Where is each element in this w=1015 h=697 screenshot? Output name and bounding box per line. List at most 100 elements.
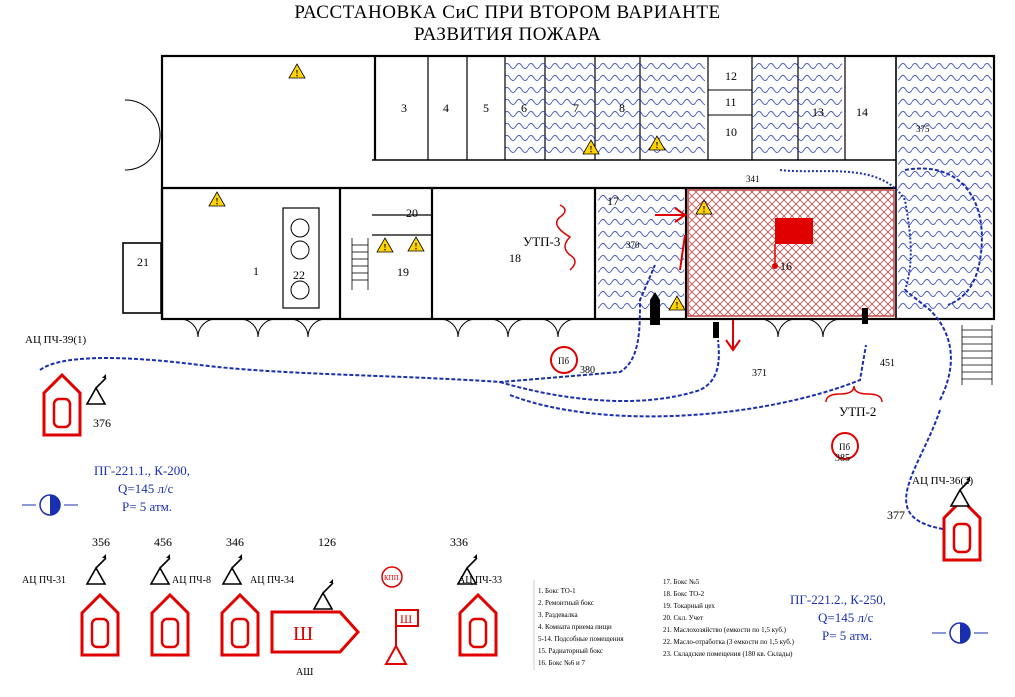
pb-left-label: Пб <box>558 356 569 366</box>
utp3-label: УТП-3 <box>523 234 560 249</box>
ac-top-label: АЦ ПЧ-39(1) <box>25 334 87 346</box>
legend-right-1: 18. Бокс ТО-2 <box>663 590 705 598</box>
room-18-label: 18 <box>509 251 521 265</box>
nozzle-number-370: 370 <box>626 240 640 250</box>
pb-marker <box>381 346 859 588</box>
truck-number-376: 376 <box>93 416 111 430</box>
tanks-22 <box>282 207 320 309</box>
room-5-label: 5 <box>483 101 489 115</box>
kpp-label: КПП <box>384 574 399 582</box>
reserve-label-1: АЦ ПЧ-8 <box>172 575 211 586</box>
room-4-label: 4 <box>443 101 449 115</box>
legend-right-0: 17. Бокс №5 <box>663 578 700 586</box>
legend-left-2: 3. Раздевалка <box>538 611 578 619</box>
nozzle-number-341: 341 <box>746 174 760 184</box>
reserve-number-2: 346 <box>226 535 244 549</box>
room-3-label: 3 <box>401 101 407 115</box>
reserve-label-3: АШ <box>296 667 313 678</box>
room-17-label: 17 <box>607 194 619 208</box>
fire-engine-icon <box>220 593 260 657</box>
fire-zone <box>687 189 895 317</box>
room-19-label: 19 <box>397 265 409 279</box>
fire-engine-icon <box>80 593 120 657</box>
plan-title-line2: РАЗВИТИЯ ПОЖАРА <box>413 24 602 45</box>
nozzle-number-375: 375 <box>916 124 930 134</box>
legend-right-4: 21. Маслохозяйство (емкости по 1,5 куб.) <box>663 626 787 634</box>
nozzle-number-371: 371 <box>752 368 767 379</box>
fire-engine-icon <box>150 593 190 657</box>
room-1-label: 1 <box>253 264 259 278</box>
reserve-number-3: 126 <box>318 535 336 549</box>
legend-left-5: 15. Радиаторный бокс <box>538 647 603 655</box>
fire-engine-icon <box>42 373 82 437</box>
legend-left-4: 5-14. Подсобные помещения <box>538 635 624 643</box>
room-12-label: 12 <box>725 69 737 83</box>
nozzle-number-380: 380 <box>580 365 595 376</box>
hydrant-right-line2: Q=145 л/с <box>818 610 874 625</box>
room-21-label: 21 <box>137 255 149 269</box>
warning-icon <box>208 191 226 207</box>
room-22-label: 22 <box>293 268 305 282</box>
staff-vehicle-icon <box>270 610 361 654</box>
legend-left-1: 2. Ремонтный бокс <box>538 599 594 607</box>
ash-label: Ш <box>293 623 313 645</box>
reserve-label-0: АЦ ПЧ-31 <box>22 575 66 586</box>
room-14-label: 14 <box>856 105 868 119</box>
legend-left-6: 16. Бокс №6 и 7 <box>538 659 586 667</box>
hydrant-left-line2: Q=145 л/с <box>118 481 174 496</box>
room-6-label: 6 <box>521 101 527 115</box>
stairs <box>351 238 993 385</box>
truck-number-377: 377 <box>887 508 905 522</box>
reserve-label-4: АЦ ПЧ-33 <box>458 575 502 586</box>
room-8-label: 8 <box>619 101 625 115</box>
nozzle-icon <box>86 373 107 405</box>
hydrant-right-line3: Р= 5 атм. <box>822 628 872 643</box>
utp2-label: УТП-2 <box>839 404 876 419</box>
warning-icon <box>288 63 306 79</box>
ac-right-label: АЦ ПЧ-36(2) <box>912 475 974 487</box>
legend-right-5: 22. Масло-отработка (3 емкости по 1,5 ку… <box>663 638 795 646</box>
nozzle-icon <box>222 553 243 585</box>
legend-left-3: 4. Комната приема пищи <box>538 623 612 631</box>
hydrant-left-line1: ПГ-221.1., К-200, <box>94 463 190 478</box>
reserve-number-1: 456 <box>154 535 172 549</box>
hydrant-icon <box>22 494 78 516</box>
legend-left-0: 1. Бокс ТО-1 <box>538 587 576 595</box>
nozzle-number-385: 385 <box>835 453 850 464</box>
hydrant-right-line1: ПГ-221.2., К-250, <box>790 592 886 607</box>
annex-room-21 <box>122 242 162 314</box>
room-13-label: 13 <box>812 105 824 119</box>
legend-right-6: 23. Складские помещения (180 кв. Склады) <box>663 650 793 658</box>
attack-arrows <box>655 207 741 352</box>
staff-flag-icon <box>384 609 419 665</box>
nozzle-icon <box>150 553 171 585</box>
pb-right-label: Пб <box>839 442 850 452</box>
nozzle-marks <box>650 292 868 338</box>
legend-right-3: 20. Скл. Учет <box>663 614 703 622</box>
utp2-brace <box>825 385 883 403</box>
nozzle-number-451: 451 <box>880 358 895 369</box>
legend: 1. Бокс ТО-1 2. Ремонтный бокс 3. Раздев… <box>538 578 795 667</box>
room-16-label: 16 <box>780 259 792 273</box>
plan-title-line1: РАССТАНОВКА СиС ПРИ ВТОРОМ ВАРИАНТЕ <box>294 2 721 23</box>
warning-icon <box>407 236 425 252</box>
room-7-label: 7 <box>573 101 579 115</box>
reserve-number-0: 356 <box>92 535 110 549</box>
room-11-label: 11 <box>725 95 737 109</box>
doors <box>124 99 842 338</box>
room-10-label: 10 <box>725 125 737 139</box>
warning-icon <box>376 237 394 253</box>
fire-source-icon <box>775 218 813 244</box>
reserve-number-4: 336 <box>450 535 468 549</box>
fire-engine-icon <box>458 593 498 657</box>
nozzle-icon <box>313 578 334 610</box>
utp3-brace <box>555 204 576 271</box>
legend-right-2: 19. Токарный цех <box>663 602 715 610</box>
hydrant-icon <box>932 622 988 644</box>
room-20-label: 20 <box>406 206 418 220</box>
water-zones <box>505 60 992 315</box>
reserve-label-2: АЦ ПЧ-34 <box>250 575 294 586</box>
hose-lines <box>39 167 983 531</box>
